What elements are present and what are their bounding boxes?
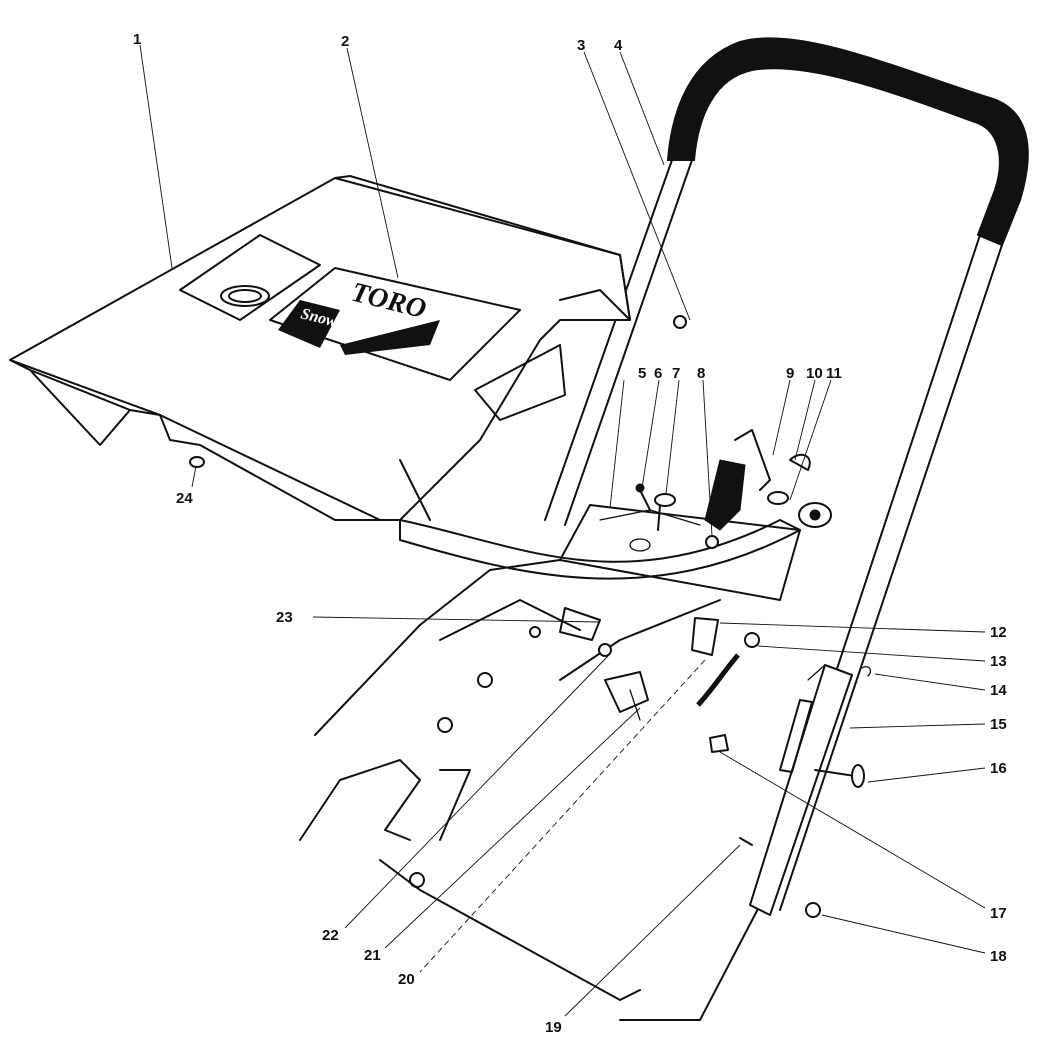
callout-6: 6 (654, 365, 662, 382)
callout-23: 23 (276, 609, 293, 626)
callout-15: 15 (990, 716, 1007, 733)
callout-8: 8 (697, 365, 705, 382)
small-parts (189, 315, 872, 918)
callout-4: 4 (614, 37, 623, 54)
callout-5: 5 (638, 365, 646, 382)
callout-22: 22 (322, 927, 339, 944)
callout-1: 1 (133, 31, 141, 48)
callout-9: 9 (786, 365, 794, 382)
callout-20: 20 (398, 971, 415, 988)
callout-10: 10 (806, 365, 823, 382)
callout-3: 3 (577, 37, 585, 54)
callout-21: 21 (364, 947, 381, 964)
callout-7: 7 (672, 365, 680, 382)
callout-12: 12 (990, 624, 1007, 641)
lower-housing (299, 559, 721, 1001)
callout-18: 18 (990, 948, 1007, 965)
callout-24: 24 (176, 490, 193, 507)
control-panel (399, 504, 801, 601)
leader-lines (139, 44, 986, 1017)
callout-2: 2 (341, 33, 349, 50)
callout-17: 17 (990, 905, 1007, 922)
side-plate (749, 664, 853, 916)
callout-11: 11 (826, 365, 842, 382)
callout-14: 14 (990, 682, 1007, 699)
callout-19: 19 (545, 1019, 562, 1036)
handle-grip (666, 37, 1029, 247)
callout-16: 16 (990, 760, 1007, 777)
callout-labels: 1 2 3 4 5 6 7 8 9 10 11 12 13 14 15 16 1… (133, 31, 1007, 1036)
callout-13: 13 (990, 653, 1007, 670)
